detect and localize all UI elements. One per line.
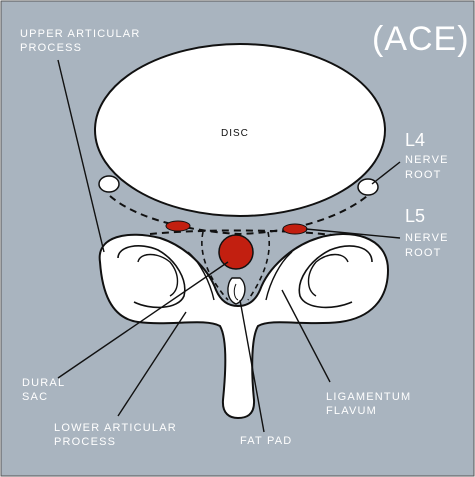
ligamentum-label-line1: LIGAMENTUM — [326, 391, 411, 403]
l5-nerve-label-line2: ROOT — [405, 247, 442, 259]
lower-articular-label-line2: PROCESS — [54, 436, 116, 448]
dural-sac-label-line1: DURAL — [22, 377, 65, 389]
lower-articular-label-line1: LOWER ARTICULAR — [54, 422, 177, 434]
l5-nerve-root-left — [166, 221, 190, 231]
upper-articular-label-line1: UPPER ARTICULAR — [20, 28, 141, 40]
ligamentum-label-line2: FLAVUM — [326, 405, 377, 417]
l4-level-label: L4 — [405, 130, 425, 150]
diagram-title: (ACE) — [372, 20, 470, 58]
upper-articular-label-line2: PROCESS — [20, 42, 82, 54]
l4-nerve-label-line2: ROOT — [405, 169, 442, 181]
disc-label: DISC — [221, 128, 249, 139]
l5-level-label: L5 — [405, 206, 425, 226]
fat-pad-label: FAT PAD — [240, 435, 292, 447]
l4-nerve-root-left — [99, 176, 119, 192]
l4-nerve-label-line1: NERVE — [405, 154, 449, 166]
l5-nerve-label-line1: NERVE — [405, 232, 449, 244]
l5-nerve-root-right — [283, 224, 307, 234]
dural-sac-label-line2: SAC — [22, 391, 48, 403]
